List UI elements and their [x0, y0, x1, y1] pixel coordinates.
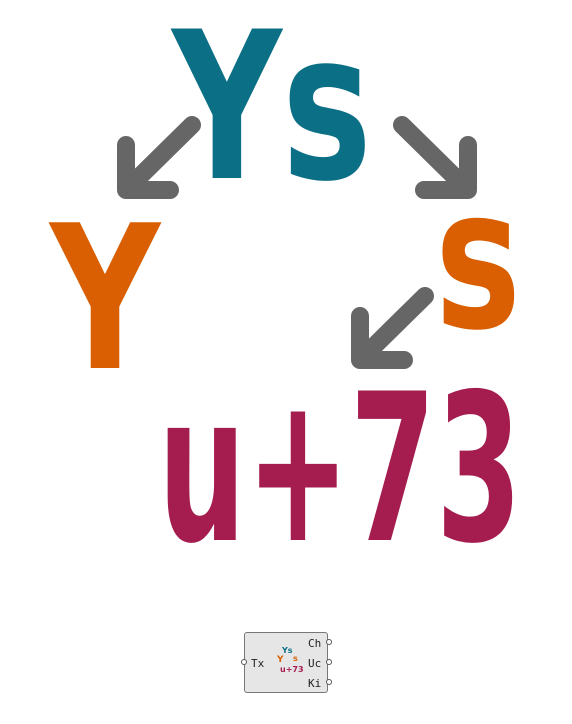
icon-left-text: Y [277, 655, 284, 665]
input-grip[interactable] [241, 659, 247, 665]
arrow-down-left-icon [117, 116, 201, 199]
output-port-ch[interactable]: Ch [308, 637, 322, 650]
split-diagram: Ys Y s u+73 [48, 0, 522, 589]
final-result-text: u+73 [158, 351, 522, 589]
icon-right-text: s [293, 654, 298, 663]
icon-source-text: Ys [282, 646, 293, 655]
source-text: Ys [171, 0, 372, 227]
unicode-split-component[interactable]: Tx Ys Y s u+73 Ch Uc Ki [241, 632, 332, 693]
output-grip-uc[interactable] [326, 659, 332, 665]
icon-final-text: u+73 [280, 665, 304, 674]
output-port-uc[interactable]: Uc [308, 657, 322, 670]
output-grip-ch[interactable] [326, 639, 332, 645]
output-port-ki[interactable]: Ki [308, 677, 322, 690]
arrow-down-right-icon [393, 116, 477, 199]
component-icon: Ys Y s u+73 [275, 646, 304, 677]
arrow-down-left-lower-icon [351, 287, 434, 369]
output-grip-ki[interactable] [326, 679, 332, 685]
right-result-text: s [435, 146, 521, 373]
left-result-text: Y [48, 183, 161, 416]
input-port-tx[interactable]: Tx [251, 657, 265, 670]
